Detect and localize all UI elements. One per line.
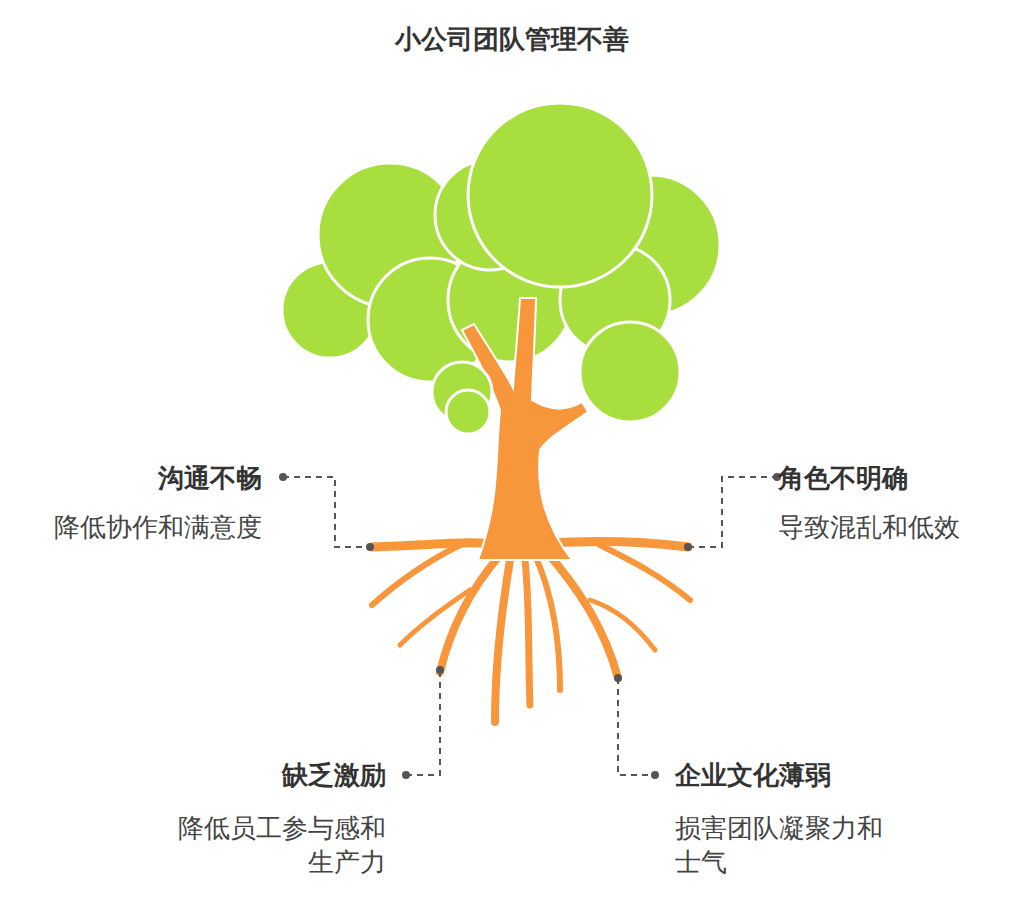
callout-heading: 缺乏激励: [146, 758, 386, 792]
callout-body: 降低协作和满意度: [22, 510, 262, 544]
callout-body: 损害团队凝聚力和 士气: [675, 811, 915, 879]
leader-lines: [283, 477, 777, 775]
callout-heading: 沟通不畅: [22, 461, 262, 495]
leader-dots: [279, 473, 781, 779]
callout-body: 降低员工参与感和 生产力: [146, 811, 386, 879]
tree-roots: [372, 541, 690, 722]
callout-heading: 企业文化薄弱: [675, 758, 915, 792]
callout-body: 导致混乱和低效: [778, 510, 1018, 544]
tree-canopy-small: [432, 322, 680, 434]
diagram-title: 小公司团队管理不善: [0, 22, 1024, 56]
callout-heading: 角色不明确: [778, 461, 1018, 495]
